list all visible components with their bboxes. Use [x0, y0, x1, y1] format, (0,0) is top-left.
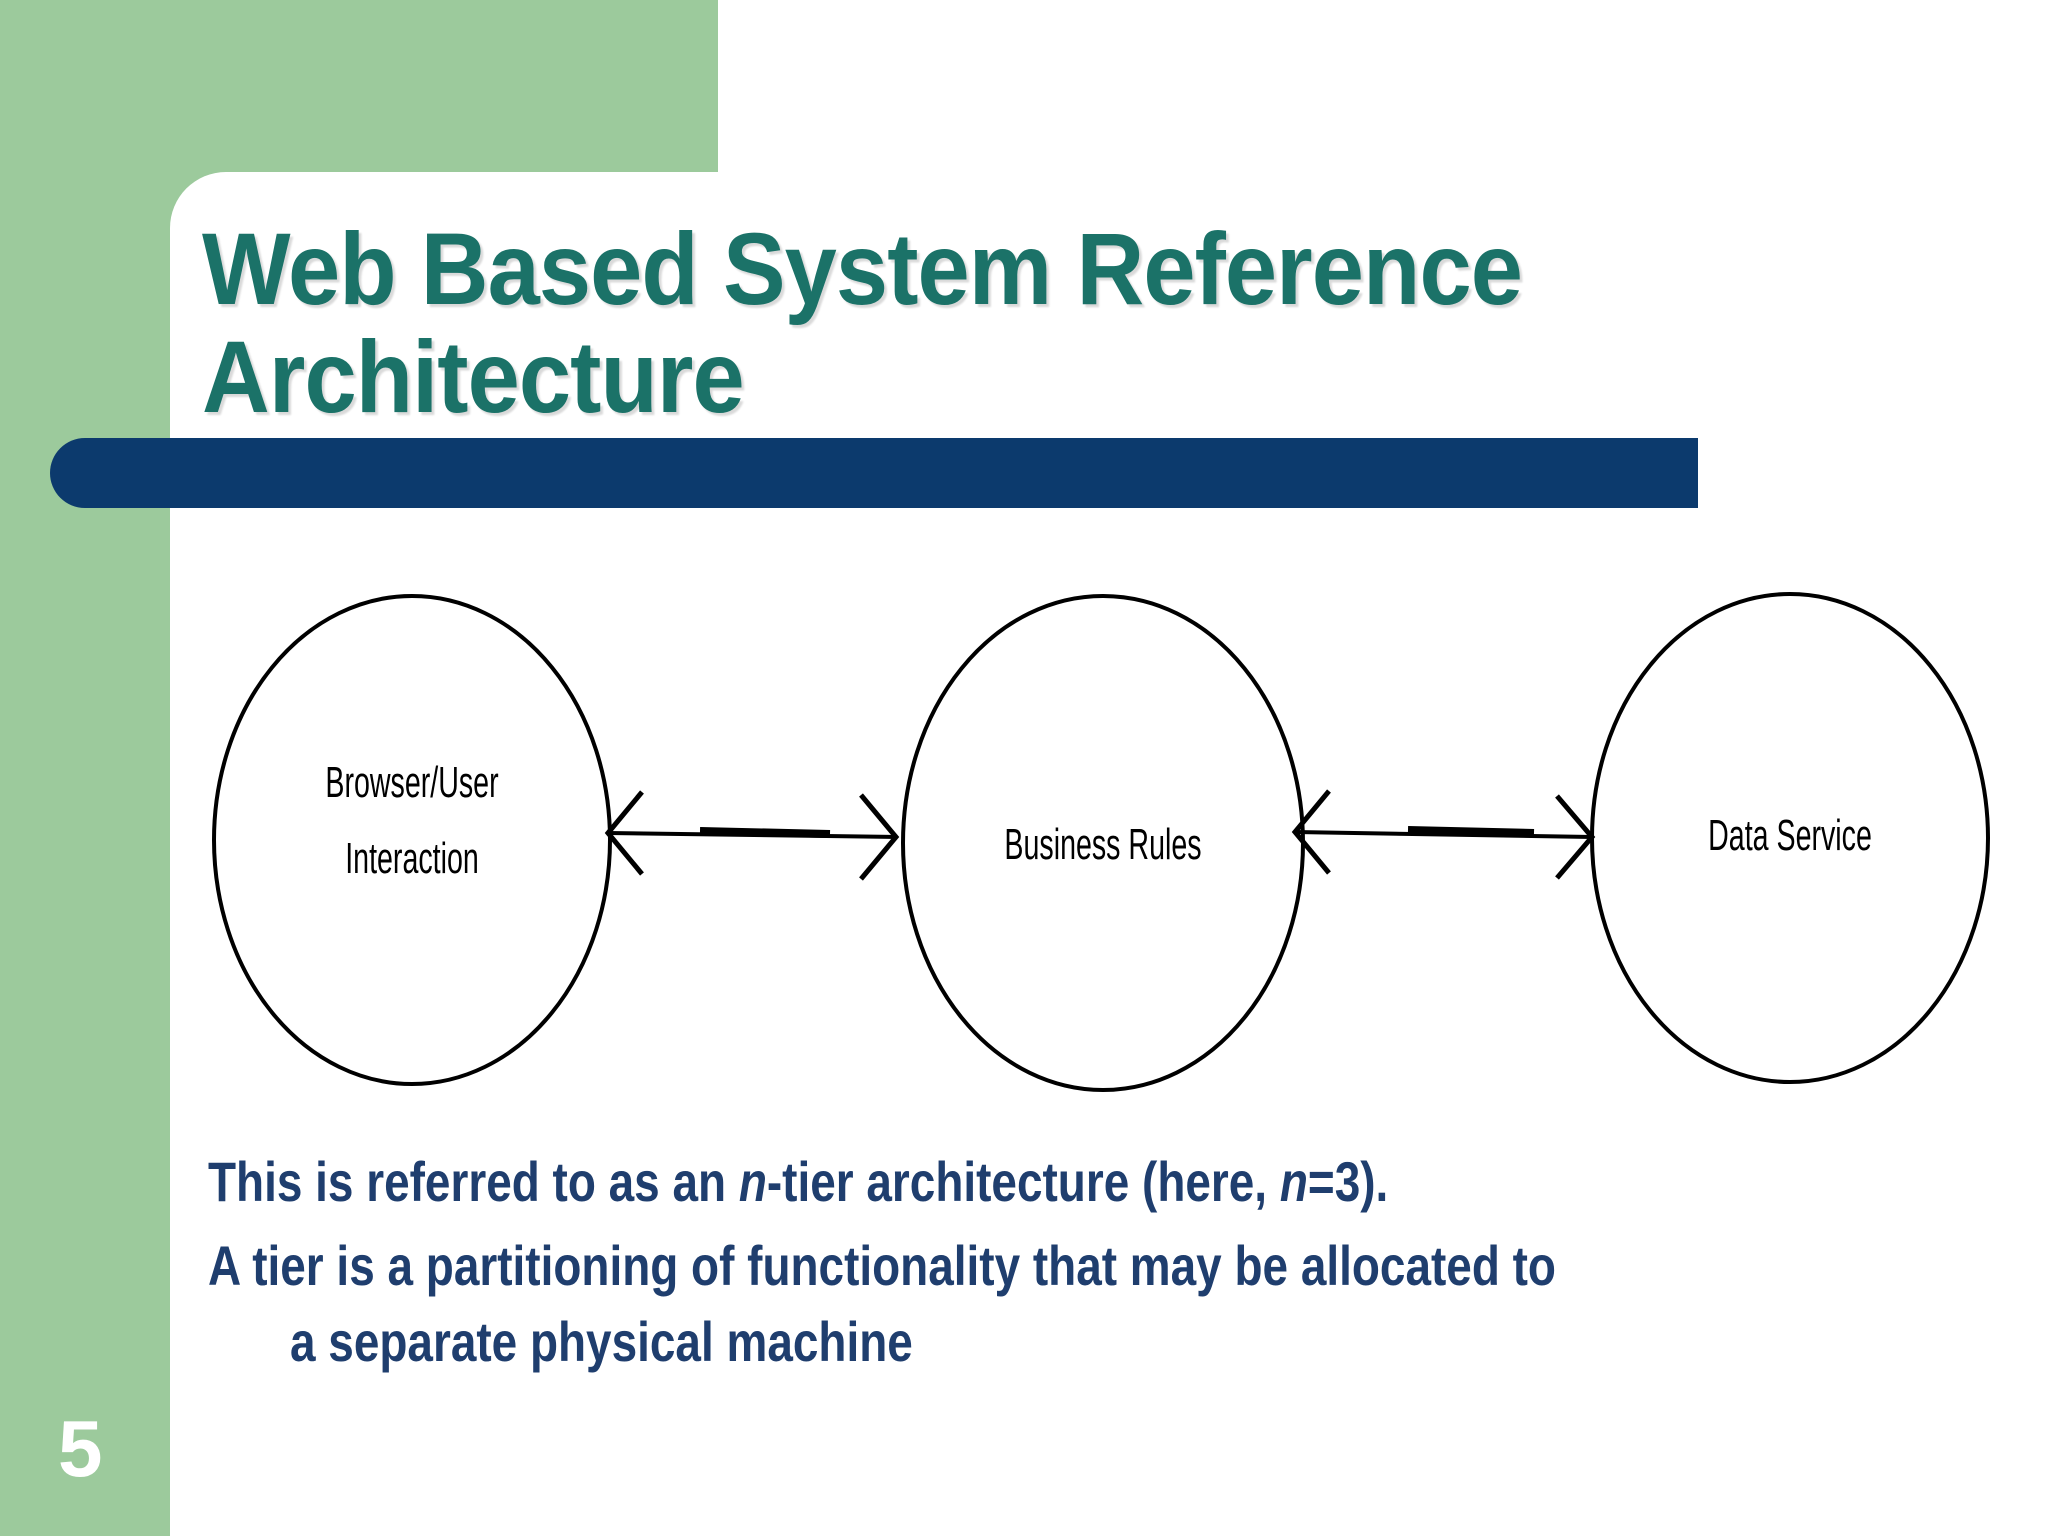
connector-browser-business-double-arrow-icon	[604, 790, 900, 881]
body-line1-n2: n	[1279, 1150, 1308, 1213]
node-label-browser: Browser/User Interaction	[282, 745, 542, 897]
node-label-business-line-1: Business Rules	[1004, 820, 1202, 869]
body-text-line-2: A tier is a partitioning of functionalit…	[208, 1234, 1556, 1297]
body-line1-mid: -tier architecture (here,	[766, 1150, 1280, 1213]
node-label-data-line-1: Data Service	[1708, 811, 1872, 860]
slide-title-line-2: Architecture	[202, 320, 745, 434]
slide-title-line-1: Web Based System Reference	[202, 212, 1523, 326]
body-line1-post: =3).	[1307, 1150, 1389, 1213]
body-text-line-1: This is referred to as an n-tier archite…	[208, 1150, 1388, 1214]
body-line1-n1: n	[738, 1150, 767, 1213]
node-label-business: Business Rules	[973, 807, 1233, 883]
node-ellipse-browser	[212, 594, 612, 1086]
node-label-browser-line-2: Interaction	[345, 834, 479, 883]
connector-business-data-double-arrow-icon	[1291, 789, 1596, 880]
green-left-strip	[0, 0, 170, 1536]
slide-title: Web Based System Reference Architecture	[202, 215, 1674, 431]
body-text-line-3: a separate physical machine	[290, 1310, 913, 1373]
page-number: 5	[58, 1404, 103, 1493]
body-line1-pre: This is referred to as an	[208, 1150, 739, 1213]
title-underline-bar	[50, 438, 1698, 508]
node-label-data: Data Service	[1660, 798, 1920, 874]
node-label-browser-line-1: Browser/User	[325, 758, 499, 807]
